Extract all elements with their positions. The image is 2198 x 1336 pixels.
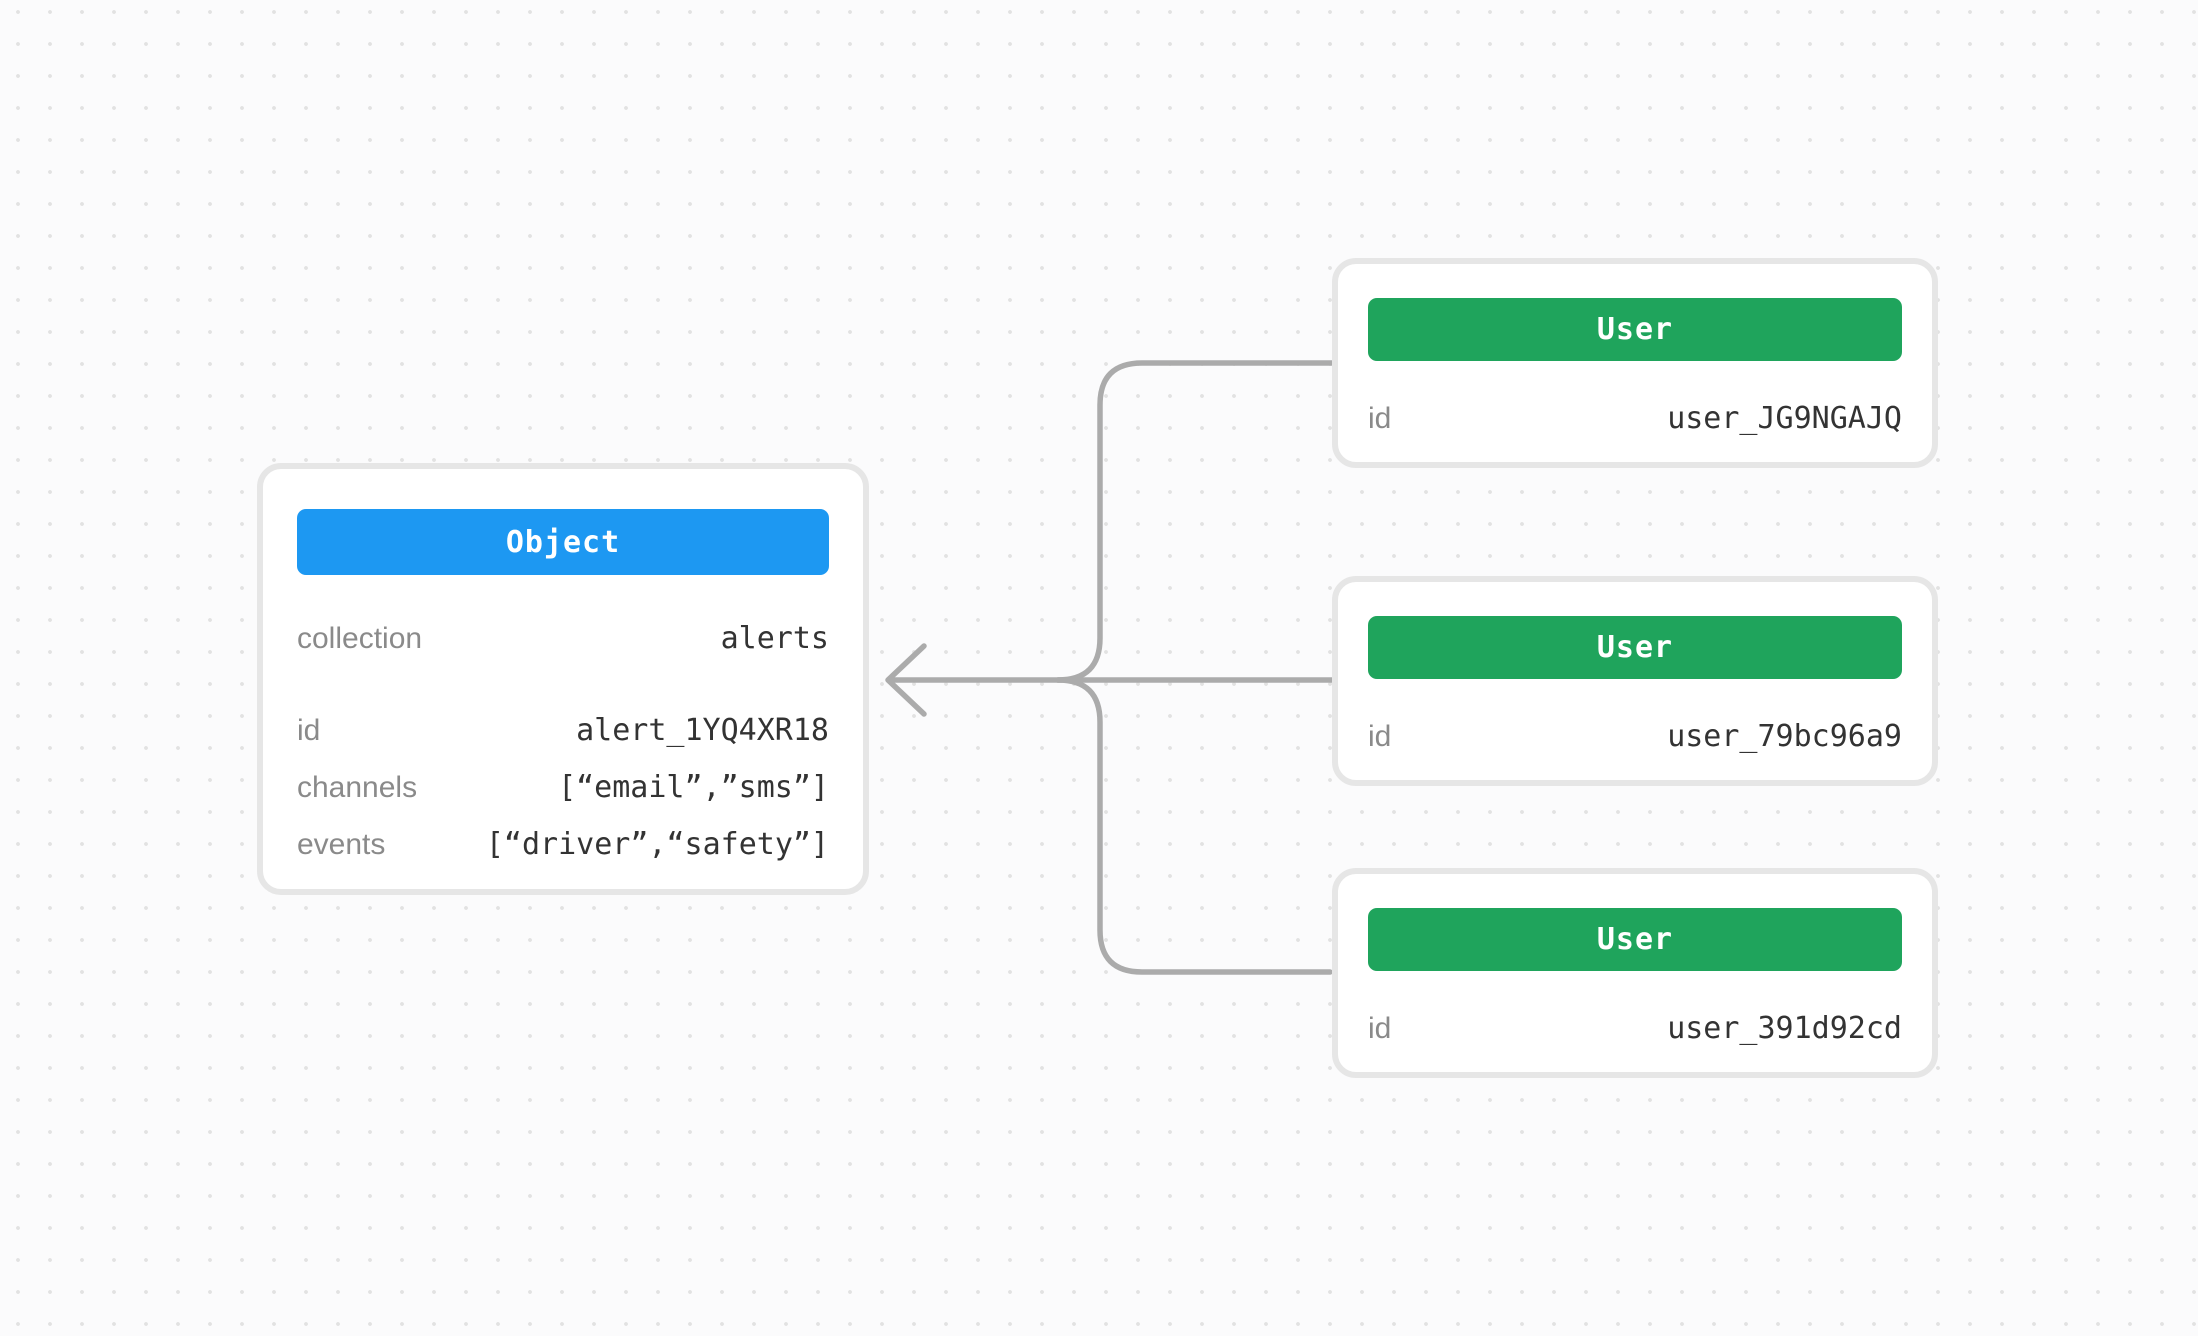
- user-node-card-2[interactable]: User id user_79bc96a9: [1332, 576, 1938, 786]
- field-value: user_JG9NGAJQ: [1667, 401, 1902, 436]
- object-node-card[interactable]: Object collection alerts id alert_1YQ4XR…: [257, 463, 869, 895]
- connector-branch-bottom: [1055, 677, 1333, 975]
- user-card-fields: id user_391d92cd: [1338, 1011, 1932, 1047]
- user-card-title: User: [1596, 312, 1674, 347]
- field-label: id: [1368, 720, 1392, 753]
- field-label: id: [1368, 1012, 1392, 1045]
- field-row-id: id alert_1YQ4XR18: [297, 713, 829, 749]
- field-value: [“driver”,“safety”]: [485, 827, 829, 862]
- object-card-fields: collection alerts id alert_1YQ4XR18 chan…: [263, 621, 863, 863]
- user-card-title: User: [1596, 922, 1674, 957]
- field-row-id: id user_79bc96a9: [1368, 719, 1902, 755]
- field-label: collection: [297, 622, 423, 655]
- field-value: [“email”,”sms”]: [558, 770, 829, 805]
- field-row-id: id user_391d92cd: [1368, 1011, 1902, 1047]
- user-card-fields: id user_79bc96a9: [1338, 719, 1932, 755]
- connector-arrowhead-icon: [885, 643, 927, 717]
- user-node-card-3[interactable]: User id user_391d92cd: [1332, 868, 1938, 1078]
- field-label: events: [297, 828, 386, 861]
- connector-branch-top: [1055, 360, 1339, 683]
- object-card-header: Object: [297, 509, 829, 575]
- user-card-title: User: [1596, 630, 1674, 665]
- field-row-collection: collection alerts: [297, 621, 829, 657]
- field-value: user_391d92cd: [1667, 1011, 1902, 1046]
- field-row-channels: channels [“email”,”sms”]: [297, 770, 829, 806]
- object-card-title: Object: [505, 524, 621, 560]
- field-value: user_79bc96a9: [1667, 719, 1902, 754]
- field-row-id: id user_JG9NGAJQ: [1368, 401, 1902, 437]
- field-label: id: [297, 714, 321, 747]
- user-card-header: User: [1368, 298, 1902, 361]
- field-row-events: events [“driver”,“safety”]: [297, 827, 829, 863]
- user-card-fields: id user_JG9NGAJQ: [1338, 401, 1932, 437]
- user-card-header: User: [1368, 616, 1902, 679]
- user-node-card-1[interactable]: User id user_JG9NGAJQ: [1332, 258, 1938, 468]
- user-card-header: User: [1368, 908, 1902, 971]
- field-value: alert_1YQ4XR18: [576, 713, 829, 748]
- field-label: channels: [297, 771, 418, 804]
- field-value: alerts: [720, 621, 829, 656]
- field-label: id: [1368, 402, 1392, 435]
